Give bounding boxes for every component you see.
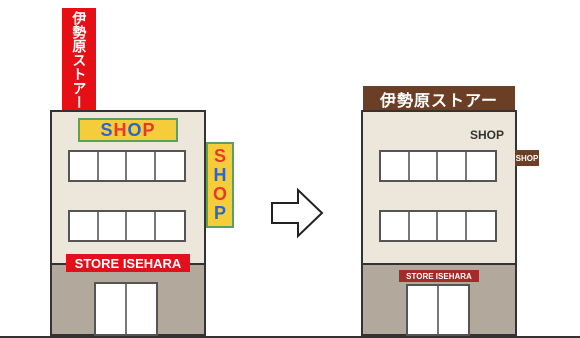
side-shop-sign: S H O P [206, 142, 234, 228]
rooftop-vertical-sign: 伊勢原ストアー [62, 8, 96, 112]
facade-shop-letter-s: S [100, 119, 114, 140]
building-after: 伊勢原ストアー SHOP SHOP STORE ISEHARA [290, 0, 580, 338]
facade-shop-letter-o: O [127, 119, 143, 140]
facade-shop-letter-p: P [142, 119, 156, 140]
store-sign-text: STORE ISEHARA [74, 255, 182, 271]
side-shop-label: SHOP [515, 153, 539, 163]
store-name-sign: STORE ISEHARA [66, 254, 190, 272]
rooftop-sign-char: 伊勢原ストアー [71, 11, 88, 109]
ground-line [0, 336, 290, 338]
facade-shop-sign: S H O P [78, 118, 178, 142]
side-shop-letter-s: S [213, 146, 226, 167]
facade-shop-letter-h: H [113, 119, 128, 140]
side-shop-letter-o: O [212, 184, 227, 204]
side-shop-sign: SHOP [515, 150, 539, 166]
side-shop-letter-p: P [213, 202, 226, 223]
side-shop-letter-h: H [213, 165, 227, 186]
lower-window [68, 210, 186, 242]
facade-shop-text: SHOP [470, 128, 504, 142]
entrance-doors [94, 282, 158, 336]
store-sign-text: STORE ISEHARA [406, 271, 472, 281]
ground-line [290, 336, 580, 338]
roof-sign-text: 伊勢原ストアー [379, 93, 499, 110]
store-name-sign: STORE ISEHARA [399, 270, 479, 282]
lower-window [379, 210, 497, 242]
right-arrow-icon [271, 187, 324, 239]
upper-window [68, 150, 186, 182]
facade-shop-label: SHOP [470, 128, 505, 142]
building-before: 伊勢原ストアー S H O P S H O P STORE ISEHARA [0, 8, 290, 338]
entrance-doors [406, 284, 470, 336]
upper-window [379, 150, 497, 182]
roof-name-sign: 伊勢原ストアー [363, 86, 515, 112]
